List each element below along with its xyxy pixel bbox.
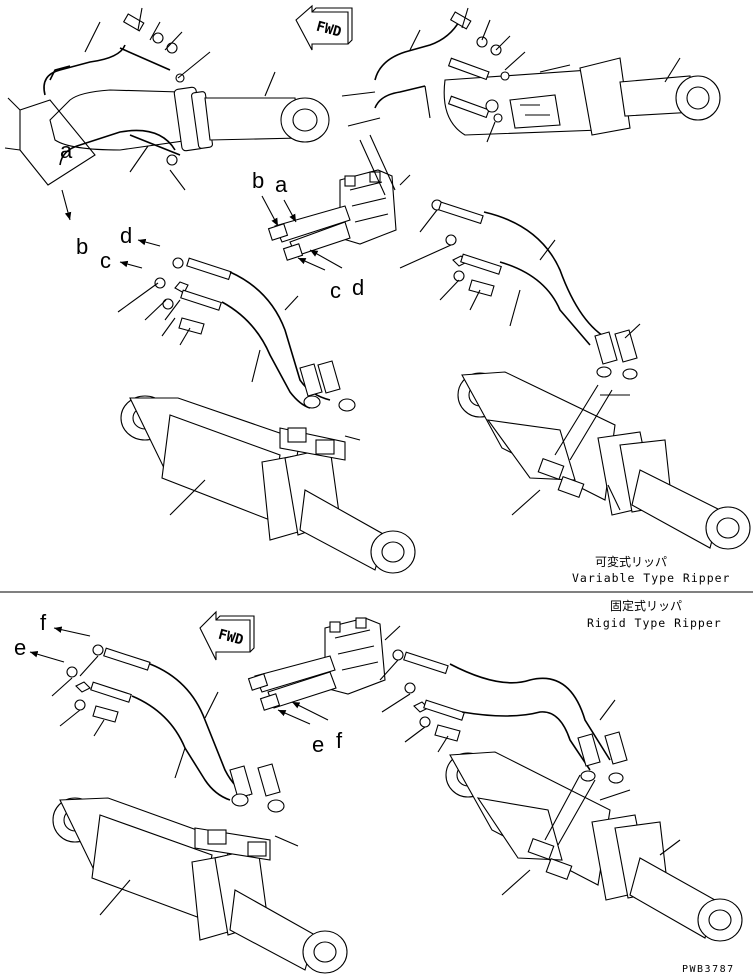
upper-left-hose-fittings: [117, 257, 232, 346]
callout-e-left: e: [14, 635, 26, 660]
lower-right-hoses: [449, 663, 631, 801]
callout-a-upper-left: a: [60, 138, 73, 163]
lower-control-valve: [247, 617, 401, 711]
upper-right-hoses: [483, 211, 641, 396]
fwd-label-lower: FWD: [216, 627, 245, 649]
lower-right-cylinder: [445, 751, 743, 942]
callout-f-center: f: [336, 728, 343, 753]
callout-b-center: b: [252, 168, 264, 193]
upper-left-top-hoses: [43, 13, 185, 166]
caption-rigid-en: Rigid Type Ripper: [587, 616, 722, 630]
lower-left-callouts: f e: [14, 610, 91, 663]
lower-right-hose-fittings: [379, 649, 465, 753]
callout-c-left: c: [100, 248, 111, 273]
upper-right-hose-fittings: [399, 199, 502, 311]
callout-a-center: a: [275, 172, 288, 197]
upper-left-cylinder: [120, 395, 416, 574]
callout-b-left: b: [76, 234, 88, 259]
caption-variable-jp: 可変式リッパ: [595, 554, 667, 569]
caption-variable-en: Variable Type Ripper: [572, 571, 730, 585]
callout-f-left: f: [40, 610, 47, 635]
upper-right-top-cylinder: [443, 57, 721, 136]
upper-right-top-hoses: [341, 7, 681, 143]
callout-c-center: c: [330, 278, 341, 303]
lower-center-callouts: e f: [277, 701, 343, 757]
upper-left-top-callouts: a b c d: [60, 138, 161, 273]
upper-left-top-cylinder: [19, 86, 330, 186]
fwd-label-upper: FWD: [314, 19, 343, 41]
upper-control-valve: [267, 134, 411, 261]
lower-left-hoses: [131, 663, 285, 813]
callout-e-center: e: [312, 732, 324, 757]
upper-left-hoses: [221, 271, 356, 412]
fwd-arrow-upper: FWD: [295, 4, 353, 51]
upper-left-top-leaders: [4, 7, 276, 191]
drawing-code: PWB3787: [682, 964, 735, 975]
callout-d-center: d: [352, 275, 364, 300]
caption-rigid-jp: 固定式リッパ: [610, 598, 682, 613]
upper-right-cylinder: [457, 371, 751, 550]
upper-center-callouts: b a c d: [252, 168, 364, 303]
callout-d-left: d: [120, 223, 132, 248]
lower-left-hose-fittings: [51, 644, 151, 737]
lower-left-cylinder: [52, 797, 348, 974]
fwd-arrow-lower: FWD: [199, 610, 255, 661]
